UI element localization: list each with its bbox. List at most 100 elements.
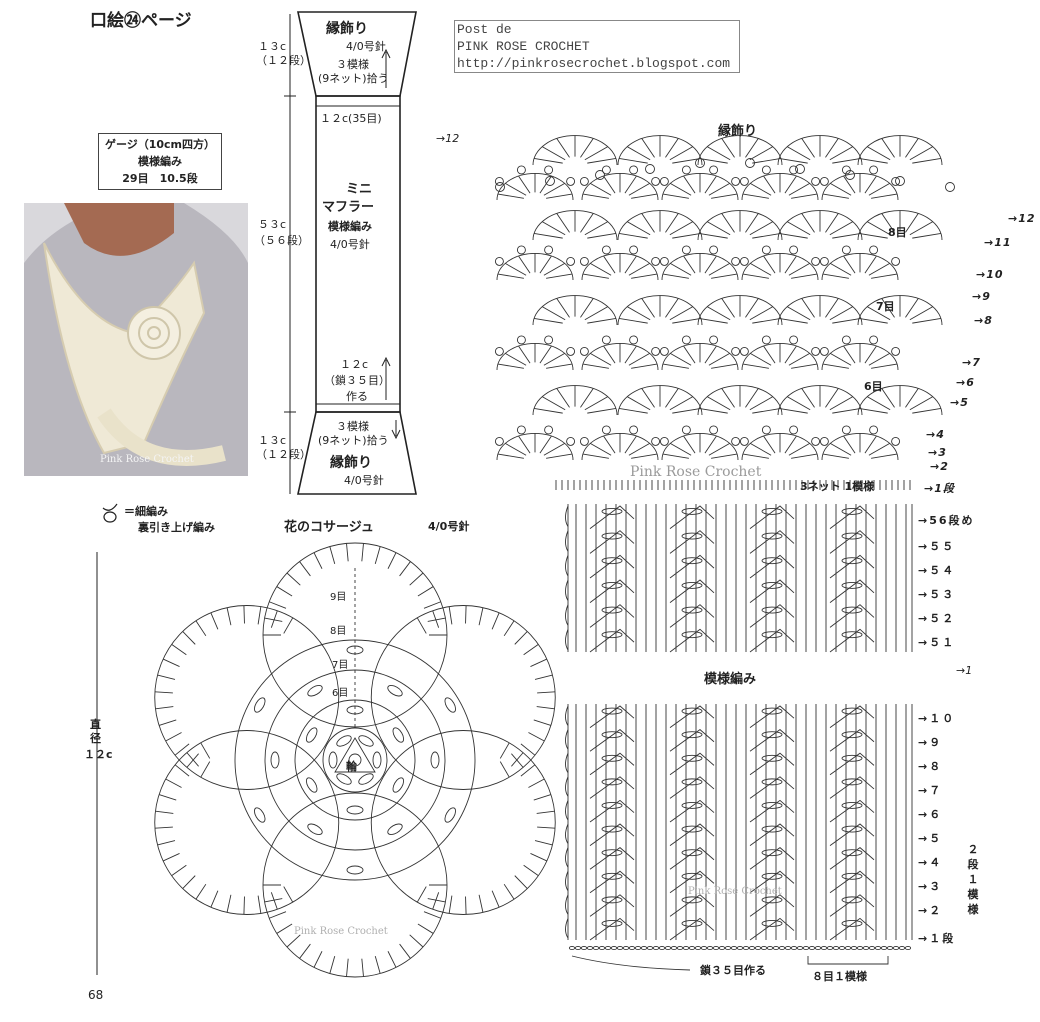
edging-picot bbox=[494, 436, 504, 446]
flower-stitch bbox=[478, 607, 484, 626]
edging-stitch bbox=[801, 138, 815, 158]
flower-diameter-1: 直 bbox=[90, 718, 101, 731]
grid-cluster bbox=[829, 554, 875, 579]
edging-stitch bbox=[603, 435, 616, 454]
edging-stitch bbox=[641, 298, 655, 318]
row-number: 2 bbox=[940, 460, 949, 473]
edging-picot bbox=[579, 176, 589, 186]
edging-stitch bbox=[556, 298, 570, 318]
flower-stitch bbox=[210, 612, 219, 630]
edging-stitch bbox=[752, 158, 782, 164]
edging-stitch bbox=[830, 353, 852, 366]
foundation-chain bbox=[868, 945, 876, 951]
flower-chain-loop bbox=[444, 697, 457, 713]
flower-outer-petal bbox=[154, 730, 340, 915]
edging-stitch bbox=[829, 221, 854, 236]
edging-picot bbox=[819, 256, 829, 266]
flower-title: 花のコサージュ bbox=[284, 520, 374, 535]
flower-stitch bbox=[536, 706, 555, 710]
grid-chain-loop bbox=[841, 532, 863, 540]
edging-stitch bbox=[683, 255, 696, 274]
row-number: 7 bbox=[972, 356, 981, 369]
flower-chain-loop bbox=[387, 823, 403, 836]
flower-stitch bbox=[313, 552, 323, 569]
schematic-bottom-needle: 4/0号針 bbox=[344, 474, 384, 487]
flower-stitch bbox=[536, 810, 555, 814]
flower-stitch bbox=[182, 631, 196, 645]
foundation-chain bbox=[850, 945, 858, 951]
grid-chain-loop bbox=[841, 872, 863, 880]
edging-picot bbox=[891, 436, 901, 446]
edging-stitch bbox=[505, 263, 527, 276]
flower-stitch bbox=[210, 890, 219, 908]
edging-stitch bbox=[669, 146, 694, 161]
grid-turn bbox=[565, 579, 569, 601]
gauge-box: ゲージ（10cm四方） 模様編み 29目 10.5段 bbox=[98, 133, 222, 190]
edging-stitch bbox=[706, 221, 731, 236]
edging-stitch bbox=[868, 183, 890, 196]
edging-stitch bbox=[546, 193, 573, 199]
row-number: 5 bbox=[960, 396, 969, 409]
grid-chain-loop bbox=[761, 849, 783, 857]
edging-stitch bbox=[618, 158, 648, 164]
edging-stitch bbox=[683, 175, 696, 194]
grid-chain-loop bbox=[761, 754, 783, 762]
flower-stitch bbox=[427, 617, 446, 622]
edging-picot bbox=[819, 176, 829, 186]
edging-picot bbox=[566, 256, 576, 266]
grid-chain-loop bbox=[601, 849, 623, 857]
flower-stitch bbox=[387, 951, 397, 968]
grid-chain-loop bbox=[841, 754, 863, 762]
edging-stitch bbox=[871, 273, 898, 279]
edging-stitch bbox=[750, 263, 772, 276]
credit-line1: Post de bbox=[457, 22, 512, 37]
edging-stitch bbox=[505, 183, 527, 196]
edging-stitch bbox=[905, 298, 919, 318]
upper-row-label-5: →５１ bbox=[918, 636, 956, 649]
flower-stitch bbox=[200, 761, 211, 778]
grid-chain-loop bbox=[841, 557, 863, 565]
edging-stitch bbox=[603, 255, 616, 274]
flower-stitch bbox=[186, 752, 199, 767]
flower-stitch bbox=[423, 601, 441, 609]
flower-chain-loop bbox=[444, 807, 457, 823]
credit-line2: PINK ROSE CROCHET bbox=[457, 39, 590, 54]
edging-stitch bbox=[832, 233, 862, 239]
grid-cluster bbox=[589, 505, 635, 530]
edging-stitch bbox=[698, 318, 728, 324]
flower-stitch bbox=[165, 778, 182, 788]
edging-stitch bbox=[670, 443, 692, 456]
grid-chain-loop bbox=[681, 778, 703, 786]
grid-cluster bbox=[589, 530, 635, 554]
grid-chain-loop bbox=[601, 802, 623, 809]
edging-picot bbox=[579, 346, 589, 356]
edging-stitch bbox=[871, 453, 898, 459]
upper-row-label-4: →５２ bbox=[918, 612, 956, 625]
flower-stitch bbox=[154, 691, 173, 694]
scarf-schematic bbox=[297, 11, 417, 495]
row-arrow-icon: → bbox=[976, 268, 987, 281]
flower-chain-loop bbox=[336, 735, 352, 747]
grid-chain-loop bbox=[841, 920, 863, 927]
schematic-pickup-top: ３模様 bbox=[336, 58, 369, 71]
flower-corsage-chart bbox=[154, 542, 556, 978]
edging-stitch bbox=[497, 363, 524, 369]
grid-turn bbox=[565, 753, 569, 774]
edging-picot bbox=[544, 165, 554, 175]
flower-stitch bbox=[158, 794, 177, 801]
edging-stitch bbox=[603, 345, 616, 364]
edging-stitch bbox=[626, 221, 651, 236]
flower-stitch bbox=[534, 840, 553, 846]
grid-chain-loop bbox=[601, 707, 623, 715]
row-arrow-icon: → bbox=[972, 290, 983, 303]
flower-chain-loop bbox=[305, 777, 318, 793]
foundation-chain bbox=[598, 945, 606, 951]
grid-turn bbox=[565, 505, 569, 527]
foundation-chain bbox=[568, 945, 576, 951]
edging-stitch bbox=[763, 175, 776, 194]
edging-picot bbox=[681, 335, 691, 345]
edging-picot bbox=[891, 256, 901, 266]
schematic-pickup-bottom2: (9ネット)拾う bbox=[318, 434, 389, 447]
flower-stitch bbox=[264, 898, 283, 903]
foundation-chain bbox=[670, 945, 678, 951]
